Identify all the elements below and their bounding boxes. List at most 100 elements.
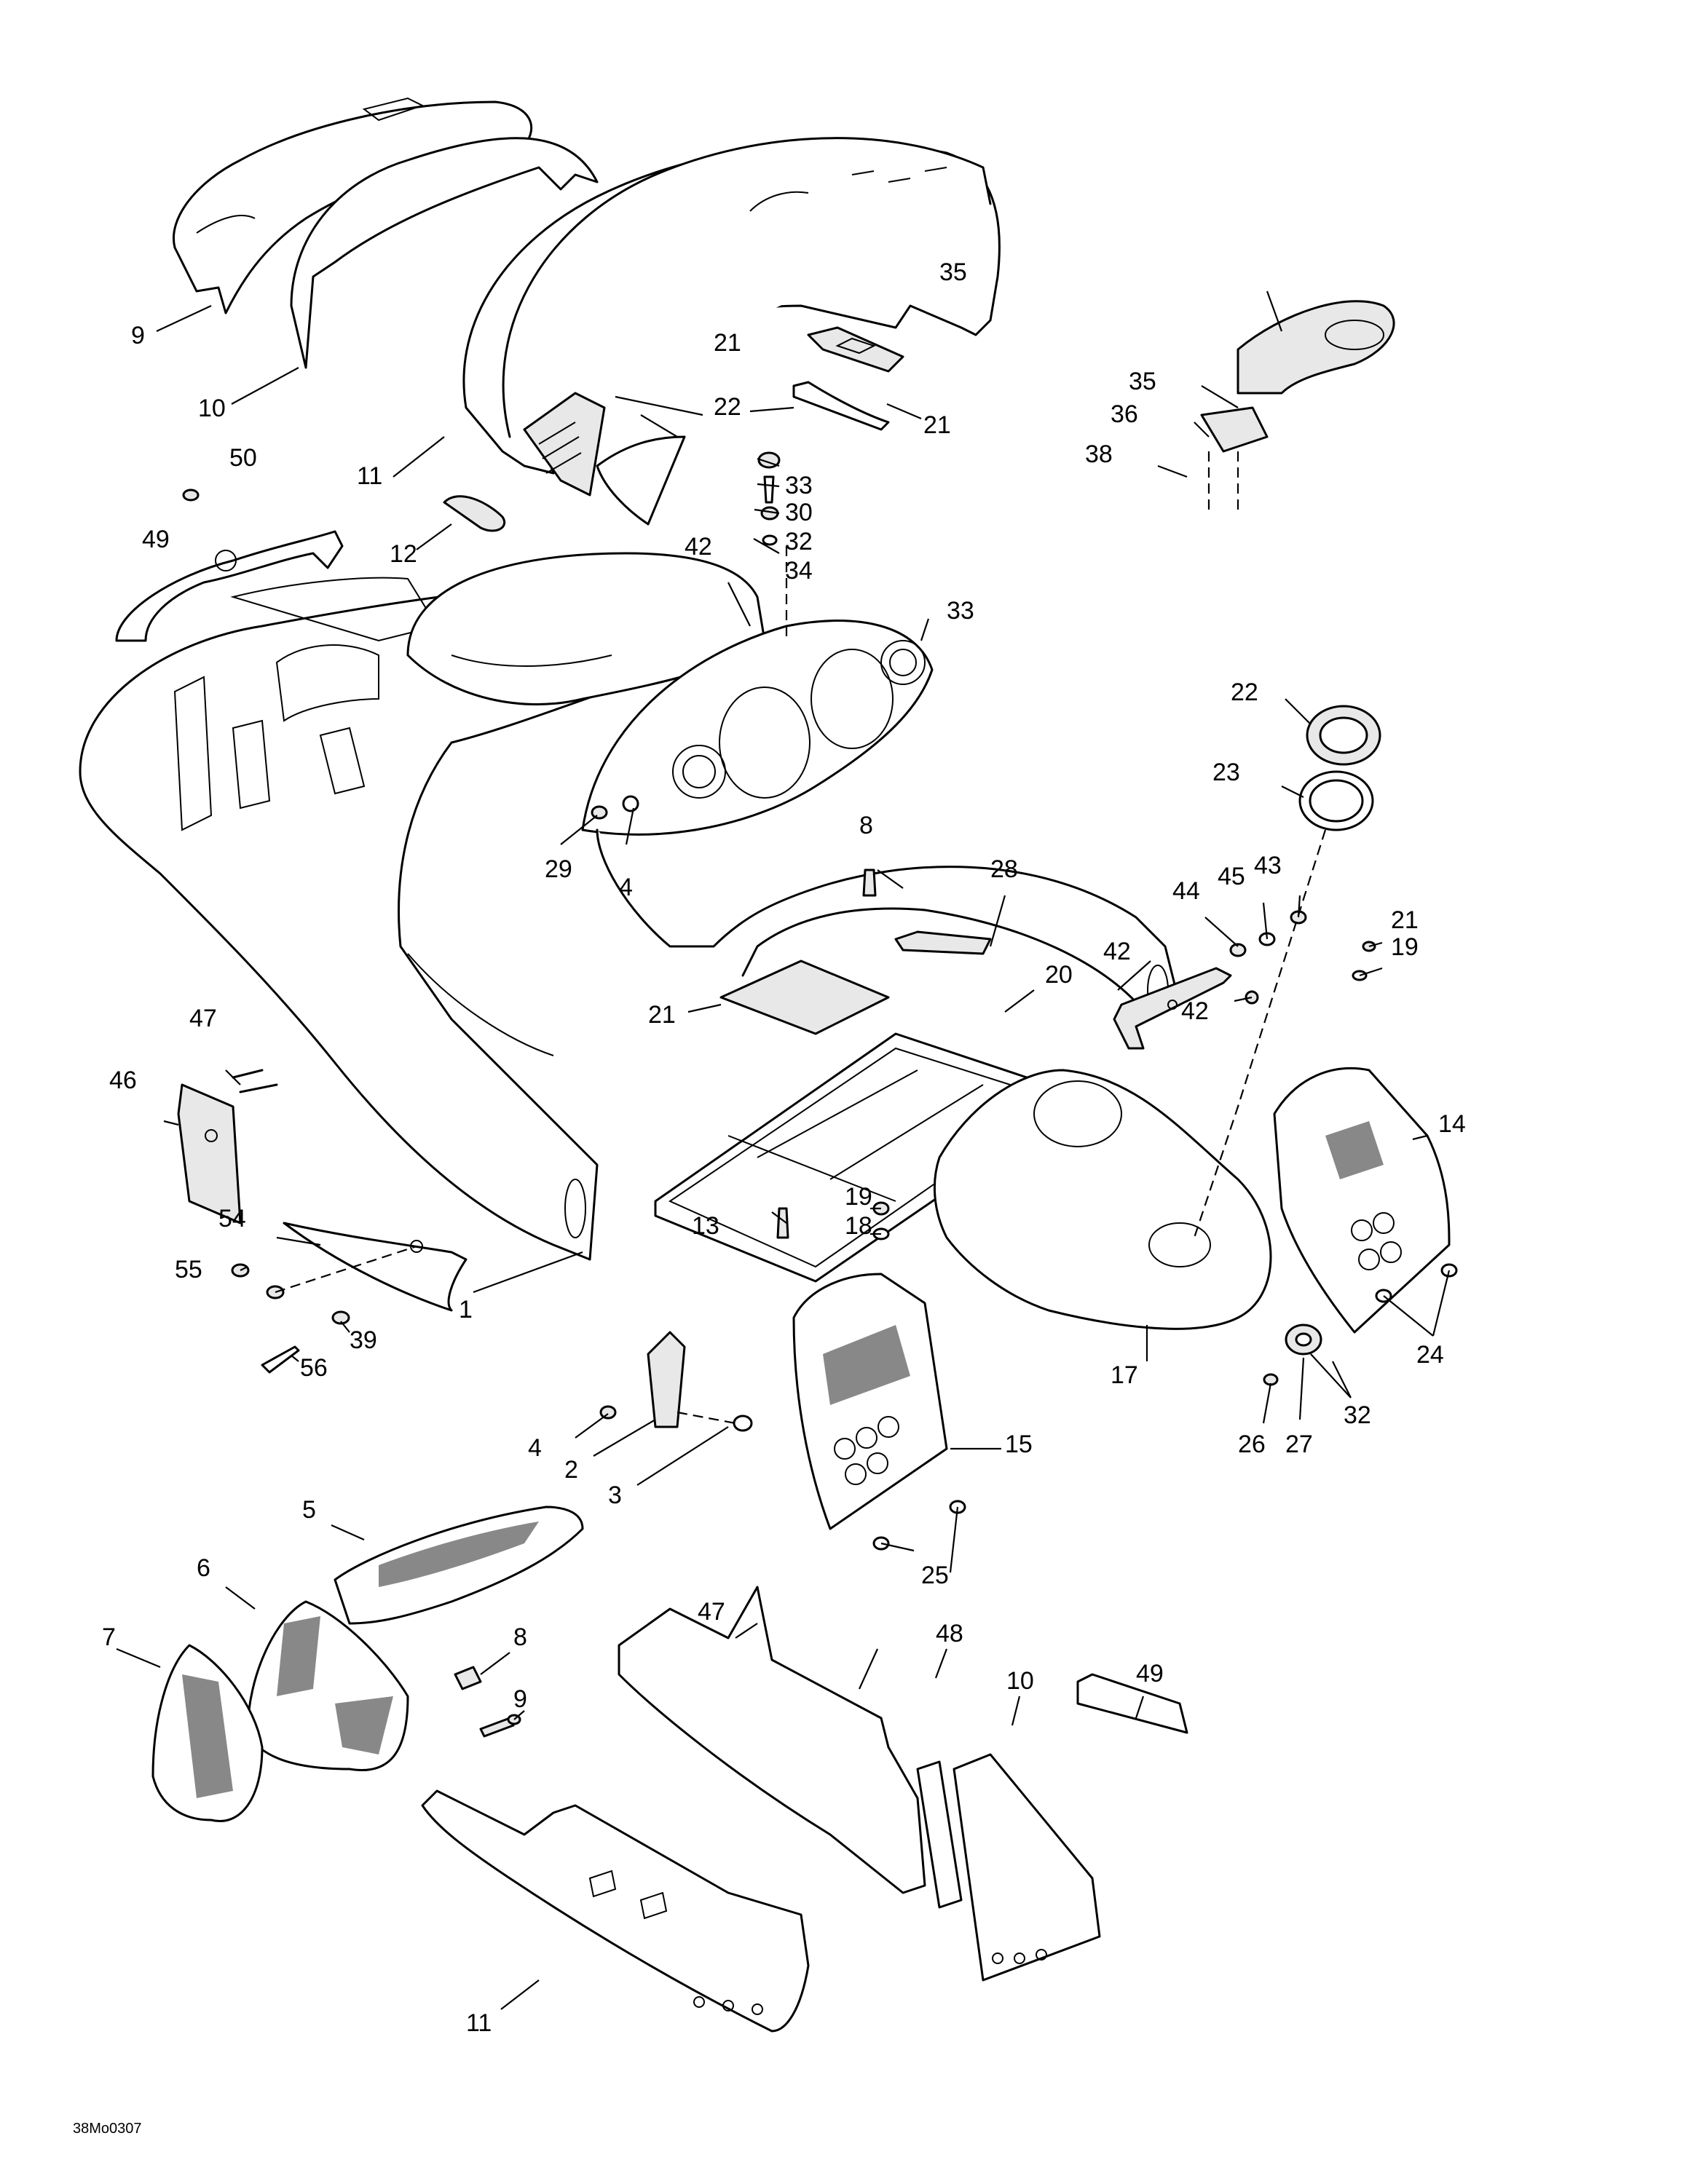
part-41-mirror-base <box>1200 406 1269 453</box>
part-47-mud-flap-bracket <box>177 1083 242 1224</box>
callout-labels: 9 10 11 12 50 49 21 22 21 42 33 30 32 34… <box>102 258 1466 2037</box>
callout-label: 42 <box>685 533 712 561</box>
callout-label: 29 <box>545 855 572 883</box>
callout-label: 56 <box>300 1354 328 1382</box>
callout-label: 6 <box>197 1554 210 1582</box>
callout-label: 39 <box>350 1326 377 1354</box>
callout-label: 20 <box>1045 961 1073 989</box>
part-33-instrument-panel <box>581 620 1181 1021</box>
callout-label: 49 <box>1136 1660 1164 1688</box>
part-34-foam-strip <box>894 930 992 955</box>
callout-label: 12 <box>390 540 417 568</box>
callout-label: 32 <box>1344 1401 1371 1429</box>
callout-label: 44 <box>1172 877 1200 905</box>
callout-label: 46 <box>109 1067 137 1094</box>
callout-label: 30 <box>785 499 813 526</box>
callout-label: 54 <box>218 1205 246 1233</box>
part-1-hood <box>79 574 759 1261</box>
callout-label: 11 <box>357 462 382 490</box>
fasteners-right <box>1229 910 1376 1005</box>
part-26-bracket <box>523 392 606 496</box>
callout-label: 38 <box>1085 440 1113 468</box>
callout-label: 13 <box>692 1212 719 1240</box>
callout-label: 8 <box>513 1623 527 1651</box>
part-18-side-panel-left <box>792 1273 948 1530</box>
fasteners-left-lower <box>231 1263 350 1374</box>
callout-label: 48 <box>936 1620 963 1647</box>
callout-label: 19 <box>845 1183 872 1211</box>
callout-label: 15 <box>1005 1431 1033 1458</box>
callout-label: 28 <box>990 855 1018 883</box>
part-7-side-grille <box>151 1644 264 1822</box>
part-6-lower-grille <box>246 1600 409 1771</box>
callout-label: 26 <box>1238 1431 1266 1458</box>
part-29-gasket <box>1298 770 1374 831</box>
part-9-clip <box>454 1666 482 1690</box>
callout-label: 18 <box>845 1212 872 1240</box>
callout-label: 2 <box>564 1456 578 1484</box>
callout-label: 17 <box>1111 1361 1138 1389</box>
part-40-mirror <box>1237 300 1395 395</box>
callout-label: 43 <box>1254 852 1282 879</box>
callout-label: 50 <box>229 444 257 472</box>
callout-label: 11 <box>466 2009 492 2037</box>
callout-label: 3 <box>608 1481 622 1509</box>
part-25-vent <box>807 326 904 373</box>
callout-label: 23 <box>1212 759 1240 786</box>
callout-label: 9 <box>131 322 145 349</box>
callout-label: 32 <box>785 528 813 555</box>
callout-label: 7 <box>102 1623 116 1651</box>
callout-label: 22 <box>714 393 741 421</box>
callout-label: 55 <box>175 1256 202 1283</box>
part-2-tab <box>647 1331 686 1428</box>
callout-label: 24 <box>1416 1341 1444 1369</box>
callout-label: 9 <box>513 1685 527 1713</box>
callout-label: 42 <box>1181 997 1209 1025</box>
callout-label: 25 <box>921 1562 949 1589</box>
part-10-block <box>953 1753 1101 1982</box>
callout-label: 42 <box>1103 938 1131 965</box>
part-48-rivets <box>232 1069 278 1093</box>
callout-label: 14 <box>1438 1110 1466 1138</box>
part-27-strip <box>792 381 890 431</box>
callout-label: 19 <box>1391 933 1419 961</box>
leader-lines <box>116 290 1451 2010</box>
callout-label: 4 <box>528 1434 542 1462</box>
callout-label: 21 <box>923 411 951 439</box>
part-30-32-latch <box>1263 1324 1322 1386</box>
part-4-washer-lower <box>599 1405 617 1420</box>
part-39-dash-cowl <box>406 552 766 705</box>
callout-label: 33 <box>947 597 974 625</box>
callout-label: 45 <box>1218 863 1245 890</box>
callout-label: 21 <box>648 1001 676 1029</box>
part-45-strip <box>916 1760 963 1909</box>
callout-label: 47 <box>189 1005 217 1032</box>
part-11-insulation-large <box>421 1789 810 2033</box>
callout-label: 21 <box>1391 906 1419 934</box>
part-8-screw-lower <box>479 1714 521 1738</box>
callout-label: 5 <box>302 1496 316 1524</box>
callout-label: 36 <box>1111 400 1138 428</box>
part-56-washer-top <box>182 488 200 502</box>
callout-label: 4 <box>619 874 633 901</box>
callout-label: 35 <box>939 258 967 286</box>
callout-label: 10 <box>198 395 226 422</box>
callout-label: 35 <box>1129 368 1156 395</box>
part-44-insulation <box>618 1586 926 1894</box>
callout-label: 1 <box>459 1296 473 1324</box>
part-28-filler-neck <box>1306 705 1381 766</box>
part-15-clip <box>443 495 505 532</box>
part-13-deflector <box>290 137 599 369</box>
part-54-handle-bracket <box>115 530 344 642</box>
part-55-skid-plate <box>283 1222 468 1312</box>
part-17-side-panel-right <box>1273 1067 1451 1334</box>
callout-label: 8 <box>859 812 873 839</box>
callout-label: 47 <box>698 1598 725 1626</box>
figure-reference-code: 38Mo0307 <box>73 2121 142 2137</box>
part-5-upper-grille <box>334 1506 584 1625</box>
part-24-pad <box>719 960 890 1035</box>
part-19-console <box>934 1069 1272 1330</box>
callout-label: 10 <box>1006 1667 1034 1695</box>
part-27-seal <box>596 435 686 526</box>
part-14-windshield <box>462 137 1001 475</box>
